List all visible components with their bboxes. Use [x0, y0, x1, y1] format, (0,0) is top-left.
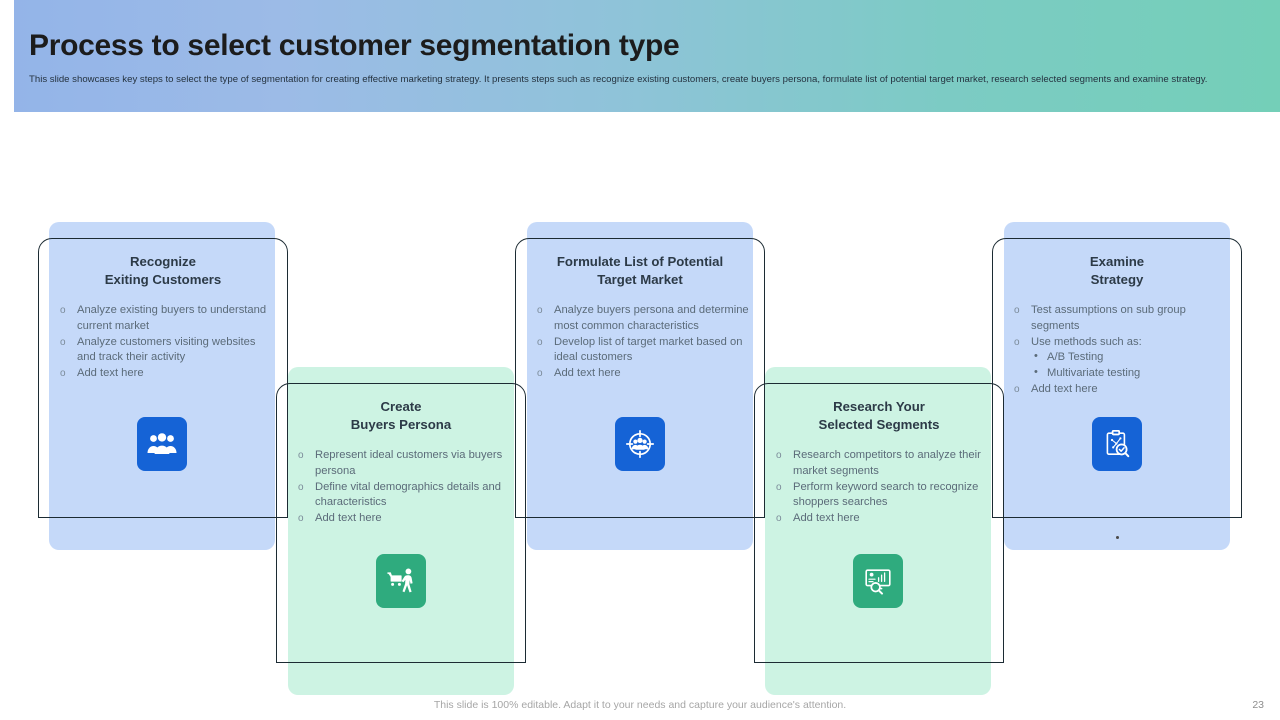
process-diagram: Recognize Exiting Customers Analyze exis…: [0, 112, 1280, 695]
step-icon-tile-4[interactable]: [853, 554, 903, 608]
step-card-5[interactable]: Examine Strategy Test assumptions on sub…: [992, 238, 1242, 518]
step-title-line2: Selected Segments: [818, 416, 940, 432]
step-card-4[interactable]: Research Your Selected Segments Research…: [754, 383, 1004, 663]
list-item: Add text here: [535, 366, 754, 382]
step-card-3[interactable]: Formulate List of Potential Target Marke…: [515, 238, 765, 518]
step-title-line2: Buyers Persona: [350, 416, 452, 432]
step-panel-2: [288, 367, 514, 695]
step-panel-1: [49, 222, 275, 550]
list-item: Analyze customers visiting websites and …: [58, 335, 277, 367]
step-title-line1: Examine: [1089, 254, 1145, 269]
shopper-with-cart-icon: [386, 568, 416, 594]
list-item: Test assumptions on sub group segments: [1012, 303, 1231, 335]
step-title-1: Recognize Exiting Customers: [49, 253, 277, 288]
step-icon-tile-3[interactable]: [615, 417, 665, 471]
list-item: Use methods such as:: [1012, 335, 1231, 351]
step-bullets-5: Test assumptions on sub group segments U…: [1012, 303, 1231, 398]
list-item: Define vital demographics details and ch…: [296, 480, 515, 512]
step-icon-tile-2[interactable]: [376, 554, 426, 608]
step-panel-4: [765, 367, 991, 695]
page-number: 23: [1252, 699, 1264, 711]
step-title-2: Create Buyers Persona: [287, 398, 515, 433]
clipboard-magnifier-check-icon: [1103, 429, 1131, 459]
step-title-3: Formulate List of Potential Target Marke…: [526, 253, 754, 288]
page-title: Process to select customer segmentation …: [29, 29, 680, 62]
screen-analytics-search-icon: [863, 567, 893, 595]
step-bullets-1: Analyze existing buyers to understand cu…: [58, 303, 277, 382]
list-item: Add text here: [774, 511, 993, 527]
list-item: Analyze buyers persona and determine mos…: [535, 303, 754, 335]
list-item: Add text here: [58, 366, 277, 382]
step-icon-tile-1[interactable]: [137, 417, 187, 471]
step-bullets-4: Research competitors to analyze their ma…: [774, 448, 993, 527]
step-bullets-3: Analyze buyers persona and determine mos…: [535, 303, 754, 382]
list-item: A/B Testing: [1012, 349, 1231, 366]
list-item: Add text here: [296, 511, 515, 527]
list-item: Add text here: [1012, 382, 1231, 398]
step-panel-3: [527, 222, 753, 550]
step-title-4: Research Your Selected Segments: [765, 398, 993, 433]
list-item: Represent ideal customers via buyers per…: [296, 448, 515, 480]
header-left-accent: [0, 0, 14, 112]
list-item: Analyze existing buyers to understand cu…: [58, 303, 277, 335]
slide-header: Process to select customer segmentation …: [0, 0, 1280, 112]
step-title-line1: Research Your: [833, 399, 925, 414]
step-title-line2: Exiting Customers: [104, 271, 222, 287]
step-card-1[interactable]: Recognize Exiting Customers Analyze exis…: [38, 238, 288, 518]
step-title-line2: Target Market: [597, 271, 683, 287]
step-title-line1: Recognize: [130, 254, 196, 269]
list-item: Perform keyword search to recognize shop…: [774, 480, 993, 512]
step-icon-tile-5[interactable]: [1092, 417, 1142, 471]
step-title-line1: Formulate List of Potential: [556, 254, 724, 269]
step-title-line1: Create: [380, 399, 422, 414]
footer-note: This slide is 100% editable. Adapt it to…: [433, 699, 847, 711]
page-subtitle: This slide showcases key steps to select…: [29, 74, 1208, 85]
step-title-line2: Strategy: [1090, 271, 1144, 287]
target-audience-icon: [625, 429, 655, 459]
step-card-2[interactable]: Create Buyers Persona Represent ideal cu…: [276, 383, 526, 663]
people-group-icon: [147, 433, 177, 455]
list-item: Develop list of target market based on i…: [535, 335, 754, 367]
decorative-dot: [1116, 536, 1119, 539]
step-bullets-2: Represent ideal customers via buyers per…: [296, 448, 515, 527]
list-item: Multivariate testing: [1012, 365, 1231, 382]
step-title-5: Examine Strategy: [1003, 253, 1231, 288]
list-item: Research competitors to analyze their ma…: [774, 448, 993, 480]
